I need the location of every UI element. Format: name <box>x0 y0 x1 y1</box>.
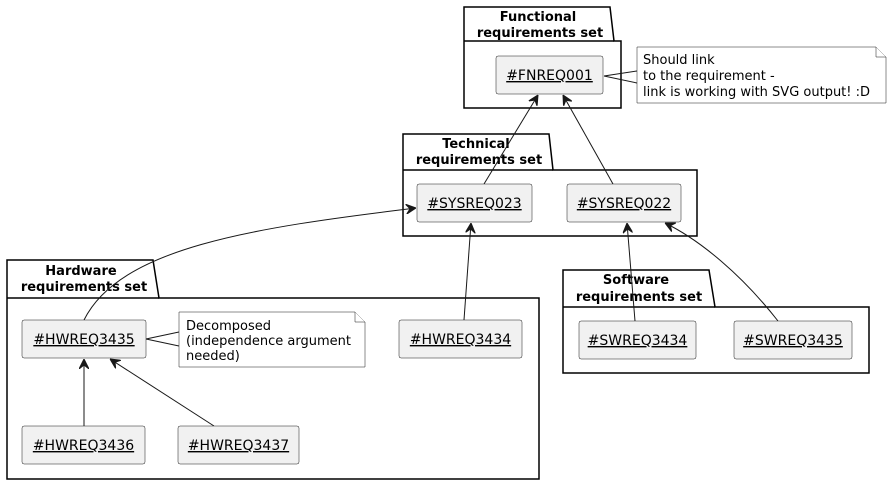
package-hardware: Hardware requirements set <box>6 259 540 480</box>
link-hwreq3435-to-sysreq023 <box>83 208 416 321</box>
note-decomposed-line-3: needed) <box>186 349 240 364</box>
link-sysreq023-to-fnreq001 <box>483 95 538 185</box>
link-swreq3435-to-sysreq022 <box>665 223 779 322</box>
note-link-info-line-3: link is working with SVG output! :D <box>643 85 870 100</box>
requirement-hwreq3436-link[interactable]: #HWREQ3436 <box>33 438 134 454</box>
package-technical-title-line-1: Technical <box>442 137 510 152</box>
link-hwreq3437-to-hwreq3435 <box>110 359 215 427</box>
requirement-swreq3434-link[interactable]: #SWREQ3434 <box>588 333 688 349</box>
requirement-hwreq3434[interactable]: #HWREQ3434 <box>398 319 523 359</box>
requirement-hwreq3437[interactable]: #HWREQ3437 <box>177 425 300 465</box>
note-decomposed: Decomposed (independence argument needed… <box>145 311 366 368</box>
package-technical-title-line-2: requirements set <box>416 153 542 168</box>
requirement-sysreq023[interactable]: #SYSREQ023 <box>416 183 533 223</box>
requirement-hwreq3435[interactable]: #HWREQ3435 <box>21 319 147 359</box>
requirement-hwreq3434-link[interactable]: #HWREQ3434 <box>410 332 511 348</box>
note-decomposed-line-1: Decomposed <box>186 319 271 334</box>
note-link-info-line-1: Should link <box>643 53 715 68</box>
note-link-info-line-2: to the requirement - <box>643 69 775 84</box>
requirement-hwreq3435-link[interactable]: #HWREQ3435 <box>33 332 134 348</box>
requirement-sysreq022-link[interactable]: #SYSREQ022 <box>577 196 671 212</box>
link-sysreq022-to-fnreq001 <box>563 95 614 185</box>
requirement-swreq3434[interactable]: #SWREQ3434 <box>578 320 697 360</box>
requirement-sysreq023-link[interactable]: #SYSREQ023 <box>427 196 521 212</box>
package-software-title-line-1: Software <box>603 273 669 288</box>
requirement-swreq3435[interactable]: #SWREQ3435 <box>733 320 853 360</box>
link-swreq3434-to-sysreq022 <box>627 223 636 322</box>
note-decomposed-line-2: (independence argument <box>186 334 351 349</box>
requirement-swreq3435-link[interactable]: #SWREQ3435 <box>743 333 843 349</box>
requirement-hwreq3436[interactable]: #HWREQ3436 <box>21 425 146 465</box>
dependency-links <box>83 95 779 427</box>
package-hardware-title-line-2: requirements set <box>21 280 147 295</box>
package-software-title-line-2: requirements set <box>576 290 702 305</box>
requirement-hwreq3437-link[interactable]: #HWREQ3437 <box>188 438 289 454</box>
package-functional-title-line-2: requirements set <box>477 26 603 41</box>
requirement-sysreq022[interactable]: #SYSREQ022 <box>566 183 682 223</box>
requirement-fnreq001[interactable]: #FNREQ001 <box>495 55 604 95</box>
package-hardware-title-line-1: Hardware <box>45 264 117 279</box>
link-hwreq3434-to-sysreq023 <box>463 223 471 321</box>
requirement-fnreq001-link[interactable]: #FNREQ001 <box>506 68 593 84</box>
package-functional-title-line-1: Functional <box>500 10 577 25</box>
note-link-info: Should link to the requirement - link is… <box>603 46 887 104</box>
